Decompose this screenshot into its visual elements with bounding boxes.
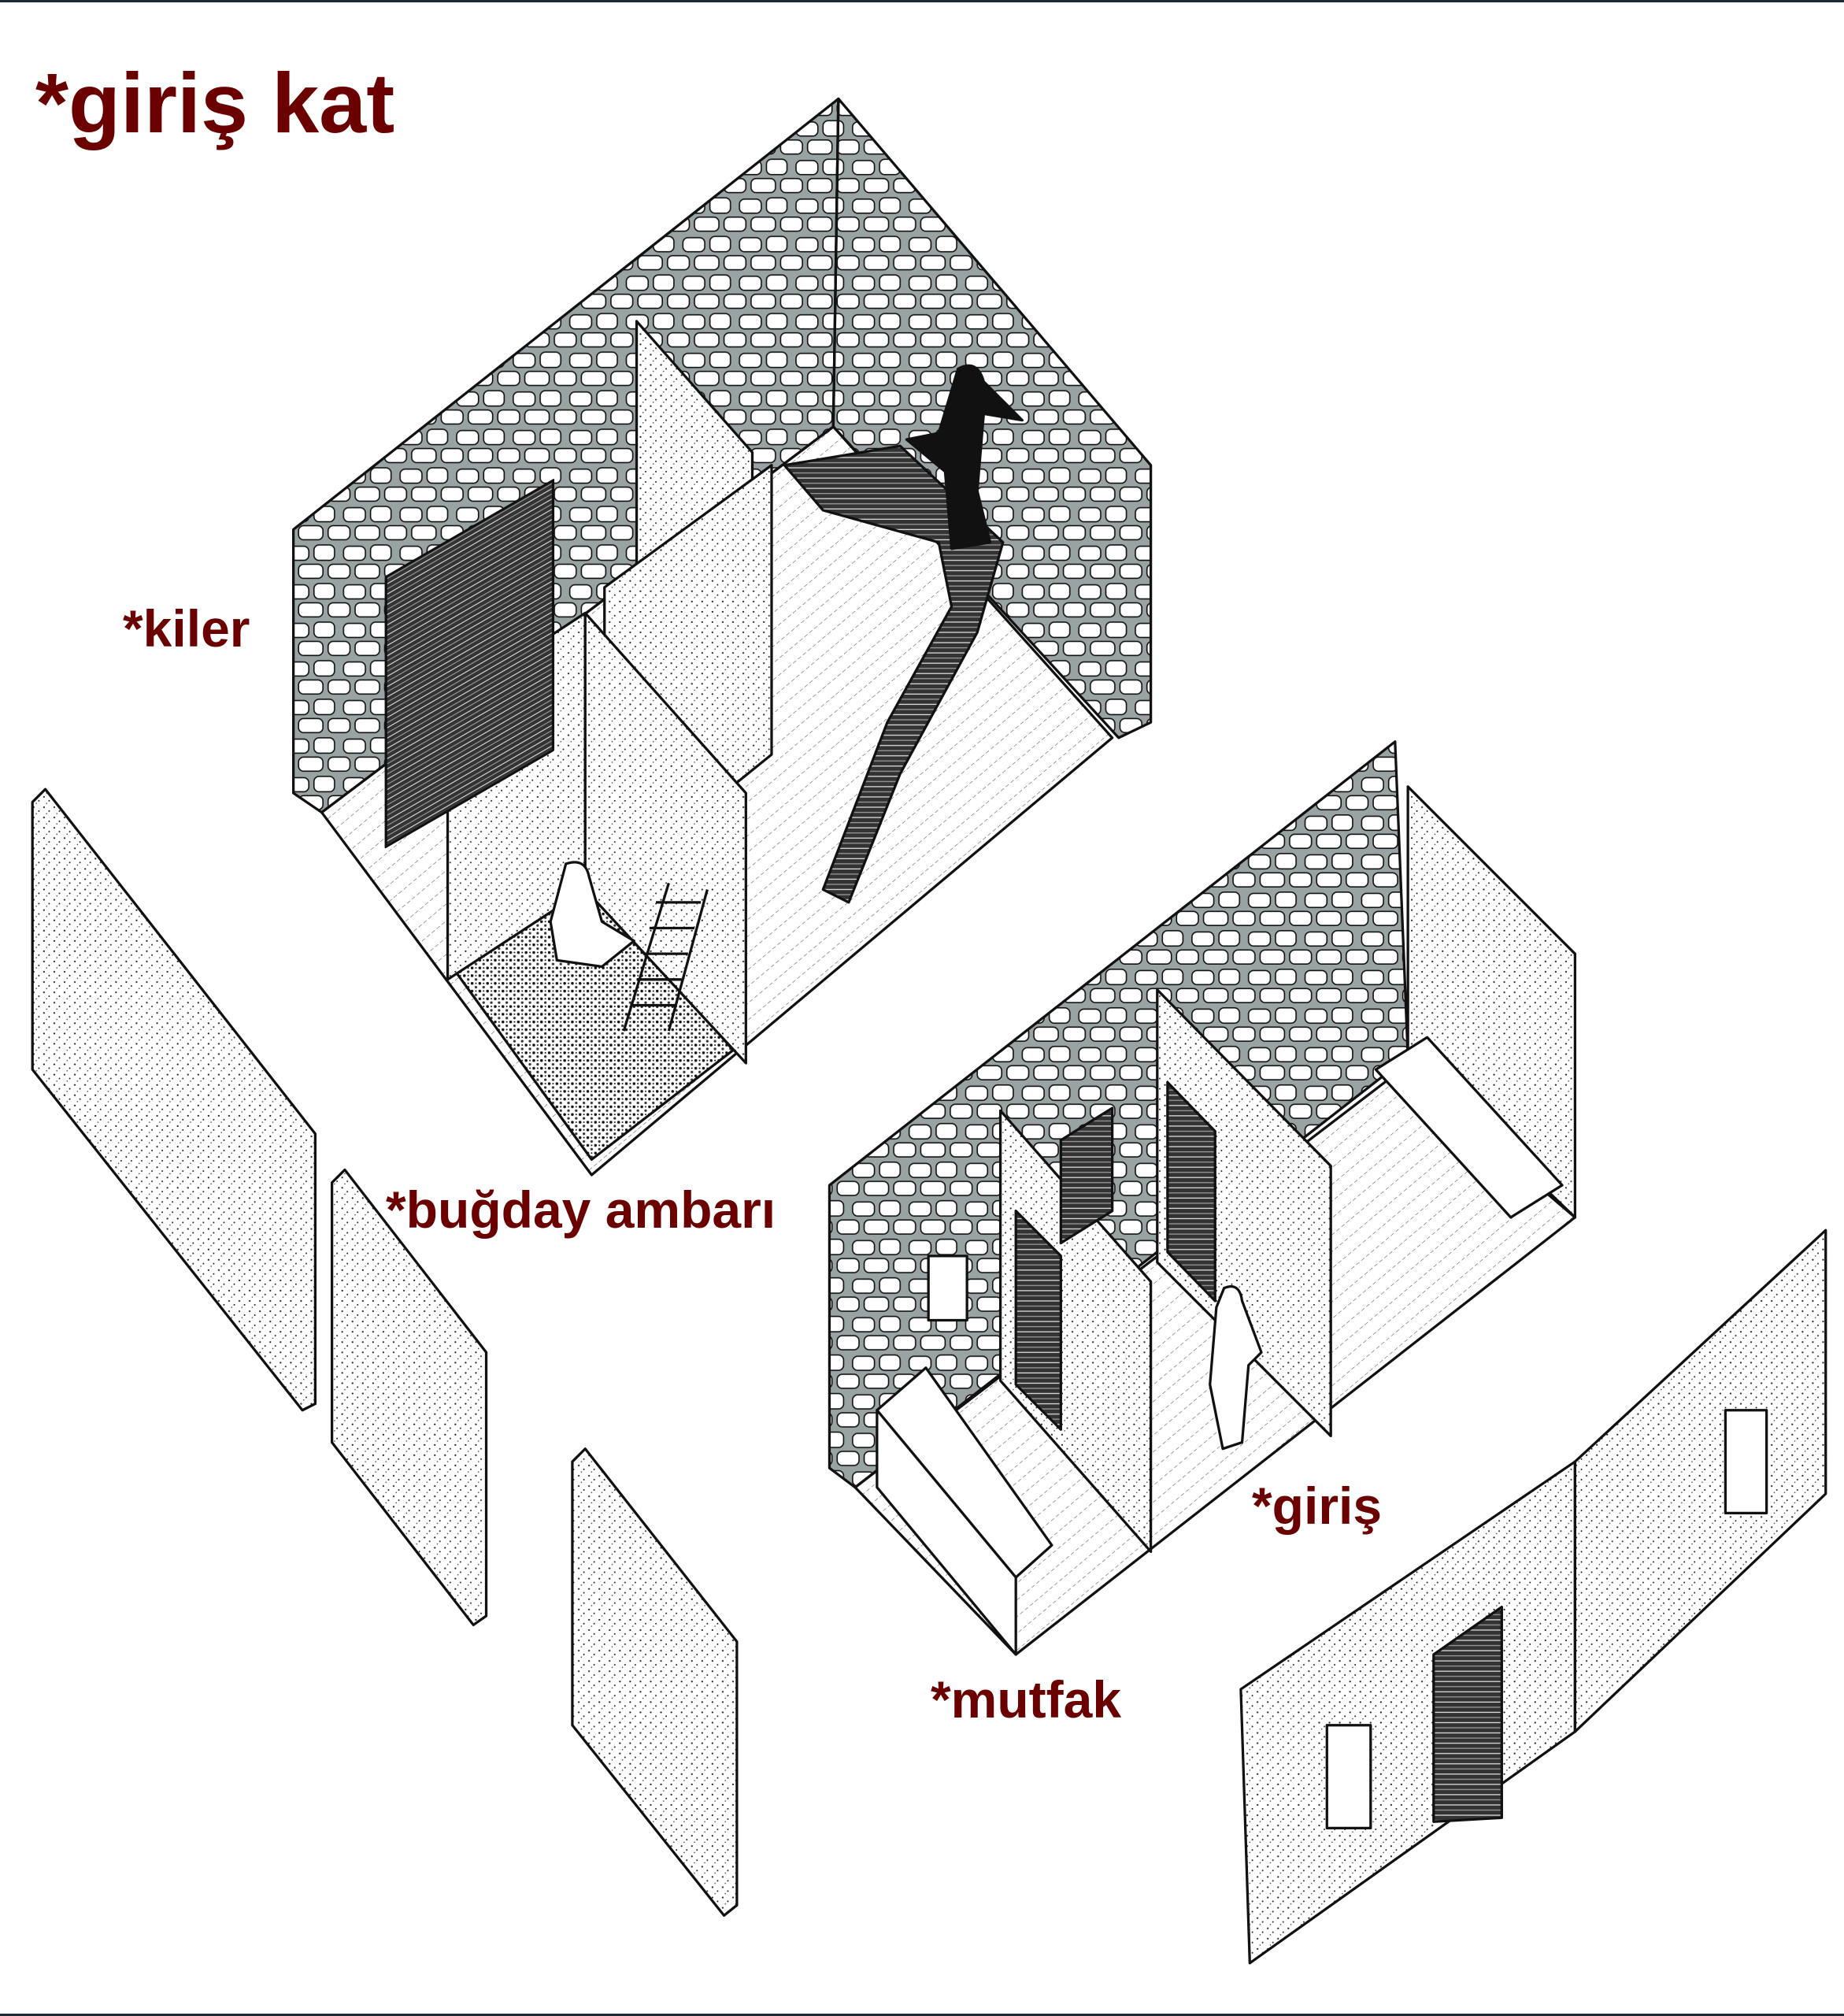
lower-building — [828, 740, 1577, 1656]
mutfak-partition — [998, 1109, 1153, 1553]
front-wall-left — [1239, 1460, 1577, 1965]
loose-wall-3 — [571, 1447, 739, 1918]
person-silhouette-black — [905, 364, 1024, 550]
walking-person — [1209, 1284, 1263, 1451]
upper-corner-line — [831, 98, 840, 427]
kitchen-door — [1014, 1210, 1062, 1431]
label-bugday-ambari: *buğday ambarı — [386, 1180, 776, 1239]
back-door — [1059, 1106, 1114, 1245]
lower-right-wall — [1406, 785, 1577, 1219]
upper-building — [291, 97, 1153, 1177]
label-giris: *giriş — [1252, 1477, 1383, 1535]
loose-wall-1 — [31, 788, 317, 1412]
cupboard — [384, 479, 555, 849]
label-mutfak: *mutfak — [931, 1670, 1122, 1729]
exploded-walls — [31, 788, 1827, 1965]
giris-partition — [1156, 988, 1332, 1438]
kitchen-window — [927, 1254, 968, 1322]
kneeling-person — [549, 861, 635, 969]
front-window-right — [1724, 1409, 1768, 1514]
front-wall-right — [1573, 1228, 1827, 1733]
front-window-left — [1325, 1724, 1372, 1829]
ladder — [622, 882, 709, 1032]
bench — [1374, 1036, 1564, 1219]
bugday-ambari-wall-right — [583, 611, 747, 1065]
label-kiler: *kiler — [123, 599, 250, 658]
loose-wall-2 — [330, 1168, 488, 1627]
page-title: *giriş kat — [35, 55, 395, 150]
front-door — [1432, 1605, 1503, 1823]
kitchen-counter-front — [876, 1409, 1017, 1656]
giris-door — [1166, 1080, 1216, 1303]
